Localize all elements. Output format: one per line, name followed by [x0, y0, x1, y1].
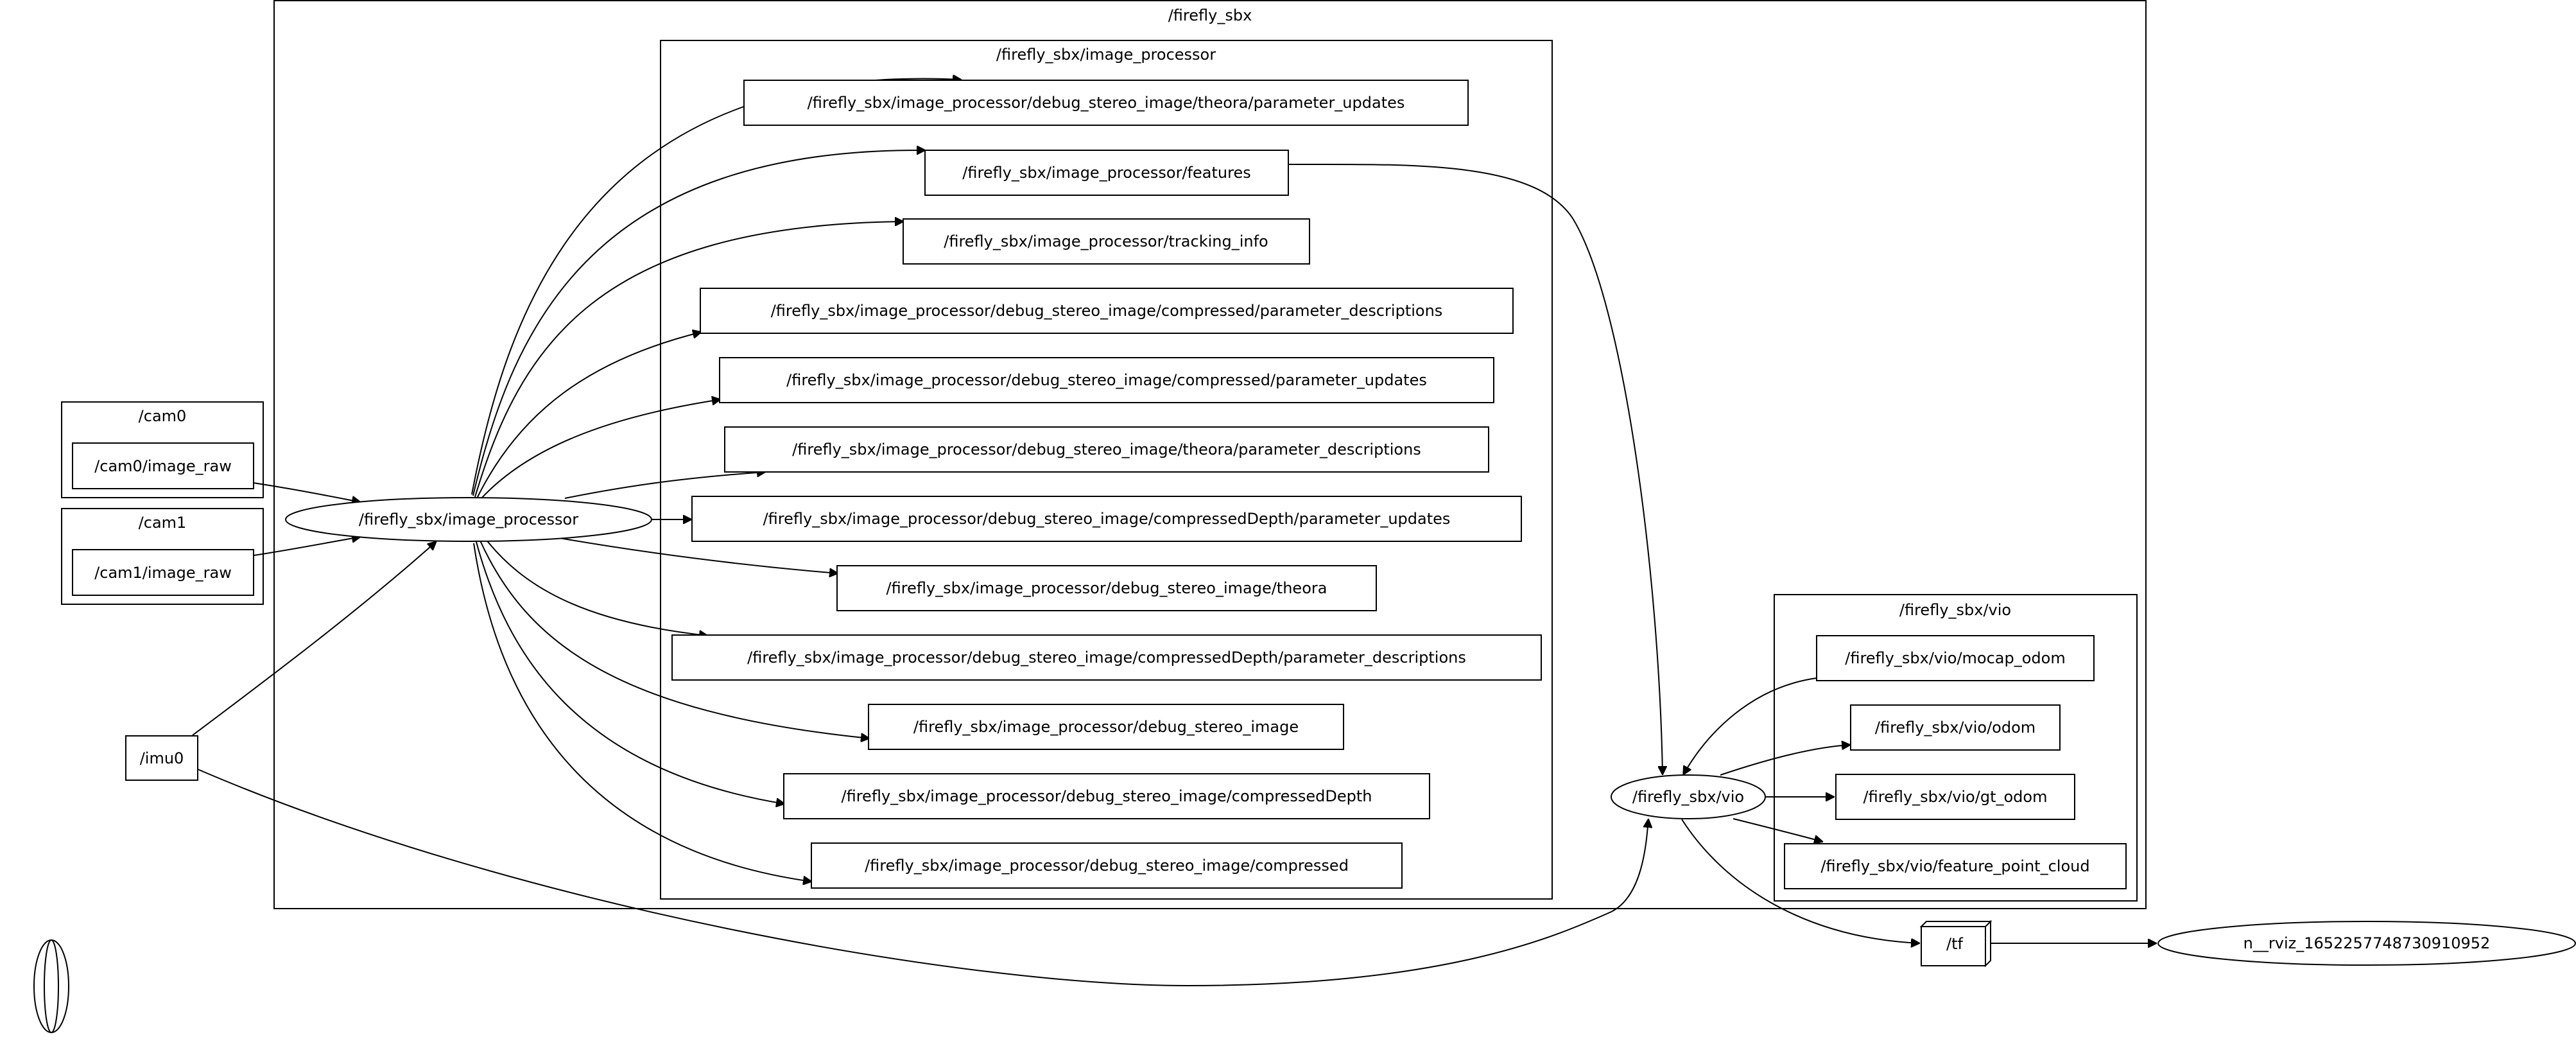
edge-features-to-vio — [1288, 163, 1663, 775]
edge-ip-to-topic-1 — [472, 150, 926, 496]
edge-cam1-to-image-processor — [253, 537, 361, 556]
edge-imu0-to-image-processor — [192, 541, 437, 736]
topic-label-0: /firefly_sbx/image_processor/debug_stere… — [808, 94, 1405, 112]
node-imu0-label: /imu0 — [140, 749, 184, 767]
node-cam1-image-raw[interactable]: /cam1/image_raw — [72, 549, 254, 596]
vio-topic-box-2[interactable]: /firefly_sbx/vio/gt_odom — [1835, 774, 2075, 820]
topic-label-4: /firefly_sbx/image_processor/debug_stere… — [786, 371, 1427, 389]
topic-box-0[interactable]: /firefly_sbx/image_processor/debug_stere… — [743, 80, 1469, 126]
edge-ip-to-topic-2 — [474, 222, 904, 498]
vio-topic-box-3[interactable]: /firefly_sbx/vio/feature_point_cloud — [1784, 843, 2127, 889]
topic-box-5[interactable]: /firefly_sbx/image_processor/debug_stere… — [724, 426, 1489, 473]
edge-imu0-to-vio — [197, 769, 1648, 987]
node-vio-label: /firefly_sbx/vio — [1632, 788, 1744, 806]
topic-box-6[interactable]: /firefly_sbx/image_processor/debug_stere… — [691, 496, 1522, 542]
cluster-cam0 — [61, 401, 264, 498]
node-rviz-label: n__rviz_1652257748730910952 — [2243, 934, 2491, 952]
edge-ip-to-topic-3 — [476, 332, 702, 499]
topic-label-6: /firefly_sbx/image_processor/debug_stere… — [763, 510, 1451, 528]
edge-ip-to-topic-8 — [485, 539, 708, 636]
cluster-vio — [1774, 594, 2138, 902]
topic-label-1: /firefly_sbx/image_processor/features — [962, 164, 1250, 182]
edge-ip-to-topic-5 — [564, 472, 766, 499]
cluster-firefly-sbx — [273, 0, 2147, 909]
topic-label-8: /firefly_sbx/image_processor/debug_stere… — [747, 649, 1466, 667]
edge-ip-to-topic-9 — [480, 540, 870, 738]
topic-box-1[interactable]: /firefly_sbx/image_processor/features — [924, 150, 1289, 196]
topic-label-9: /firefly_sbx/image_processor/debug_stere… — [913, 718, 1299, 736]
topic-box-8[interactable]: /firefly_sbx/image_processor/debug_stere… — [671, 634, 1542, 681]
legend-ellipse-icon — [33, 939, 69, 1033]
edge-vio-to-tf — [1681, 819, 1920, 943]
cluster-firefly-sbx-title: /firefly_sbx — [1168, 6, 1252, 24]
vio-topic-box-0[interactable]: /firefly_sbx/vio/mocap_odom — [1816, 635, 2095, 681]
topic-box-4[interactable]: /firefly_sbx/image_processor/debug_stere… — [719, 357, 1494, 403]
topic-label-10: /firefly_sbx/image_processor/debug_stere… — [842, 787, 1372, 805]
vio-topic-box-1[interactable]: /firefly_sbx/vio/odom — [1850, 704, 2061, 751]
topic-label-5: /firefly_sbx/image_processor/debug_stere… — [792, 440, 1421, 458]
topic-box-9[interactable]: /firefly_sbx/image_processor/debug_stere… — [868, 704, 1344, 750]
node-cam1-image-raw-label: /cam1/image_raw — [94, 564, 232, 582]
topic-label-3: /firefly_sbx/image_processor/debug_stere… — [771, 302, 1443, 320]
cluster-image-processor-title: /firefly_sbx/image_processor — [996, 46, 1216, 64]
cluster-cam1-title: /cam1 — [139, 514, 187, 532]
edge-ip-to-topic-7 — [559, 537, 838, 573]
edge-cam0-to-image-processor — [253, 482, 361, 502]
topic-label-11: /firefly_sbx/image_processor/debug_stere… — [865, 857, 1349, 875]
node-image-processor-label: /firefly_sbx/image_processor — [359, 510, 578, 528]
vio-topic-label-3: /firefly_sbx/vio/feature_point_cloud — [1820, 857, 2089, 875]
cluster-image-processor — [660, 40, 1553, 900]
node-image-processor[interactable]: /firefly_sbx/image_processor — [285, 497, 652, 542]
node-vio[interactable]: /firefly_sbx/vio — [1611, 774, 1766, 819]
node-cam0-image-raw-label: /cam0/image_raw — [94, 457, 232, 475]
topic-label-7: /firefly_sbx/image_processor/debug_stere… — [886, 579, 1327, 597]
vio-topic-label-2: /firefly_sbx/vio/gt_odom — [1863, 788, 2048, 806]
edge-ip-to-topic-4 — [480, 399, 721, 500]
edge-ip-to-topic-11 — [473, 543, 812, 882]
cluster-cam0-title: /cam0 — [139, 407, 187, 425]
edge-vio-to-odom — [1720, 745, 1851, 776]
vio-topic-label-0: /firefly_sbx/vio/mocap_odom — [1845, 649, 2065, 667]
node-tf[interactable]: /tf — [1919, 920, 1993, 968]
node-tf-label: /tf — [1946, 935, 1963, 953]
node-imu0[interactable]: /imu0 — [125, 735, 198, 781]
topic-box-10[interactable]: /firefly_sbx/image_processor/debug_stere… — [783, 773, 1430, 819]
edge-vio-to-feature-point-cloud — [1733, 818, 1823, 842]
edge-mocap-odom-to-vio — [1682, 677, 1817, 775]
topic-box-7[interactable]: /firefly_sbx/image_processor/debug_stere… — [836, 565, 1377, 611]
topic-box-2[interactable]: /firefly_sbx/image_processor/tracking_in… — [903, 218, 1310, 265]
topic-box-11[interactable]: /firefly_sbx/image_processor/debug_stere… — [811, 842, 1403, 889]
node-cam0-image-raw[interactable]: /cam0/image_raw — [72, 442, 254, 489]
topic-label-2: /firefly_sbx/image_processor/tracking_in… — [944, 232, 1268, 250]
node-rviz[interactable]: n__rviz_1652257748730910952 — [2157, 921, 2576, 966]
vio-topic-label-1: /firefly_sbx/vio/odom — [1875, 719, 2036, 737]
topic-box-3[interactable]: /firefly_sbx/image_processor/debug_stere… — [700, 288, 1514, 334]
cluster-cam1 — [61, 508, 264, 605]
cluster-vio-title: /firefly_sbx/vio — [1899, 601, 2011, 619]
edge-ip-to-topic-10 — [476, 541, 785, 804]
